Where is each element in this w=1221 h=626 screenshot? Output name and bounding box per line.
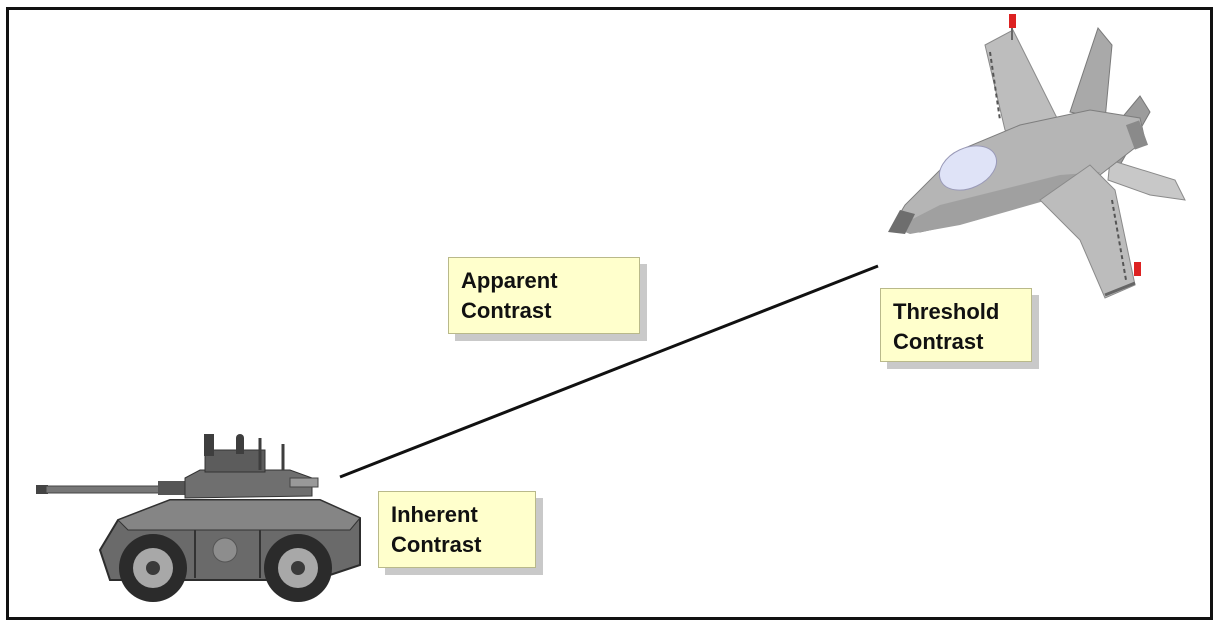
inherent-label-line2: Contrast bbox=[391, 532, 482, 557]
threshold-contrast-label: Threshold Contrast bbox=[880, 288, 1032, 362]
inherent-contrast-label: Inherent Contrast bbox=[378, 491, 536, 568]
apparent-contrast-label: Apparent Contrast bbox=[448, 257, 640, 334]
inherent-label-line1: Inherent bbox=[391, 502, 478, 527]
threshold-label-line2: Contrast bbox=[893, 329, 984, 354]
apparent-label-line2: Contrast bbox=[461, 298, 552, 323]
armored-vehicle-icon bbox=[36, 434, 361, 602]
threshold-label-line1: Threshold bbox=[893, 299, 1000, 324]
line-of-sight bbox=[339, 264, 879, 479]
fighter-jet-icon bbox=[888, 14, 1186, 299]
apparent-label-line1: Apparent bbox=[461, 268, 558, 293]
